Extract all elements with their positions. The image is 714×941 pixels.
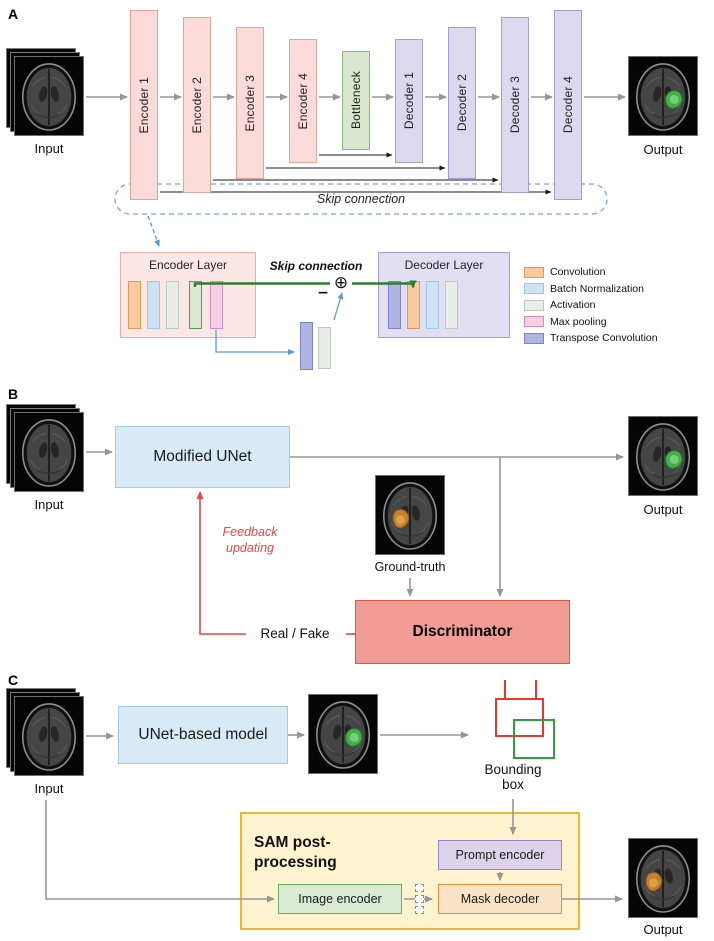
- embedding-token: [415, 906, 424, 914]
- decoder-layer-title: Decoder Layer: [404, 258, 484, 272]
- embedding-token: [415, 895, 424, 903]
- encoder-layer-box: Encoder Layer: [120, 252, 256, 338]
- activation-mini-bar: [318, 327, 331, 369]
- maxpool-mini-bar: [210, 281, 223, 329]
- mask-decoder-box: Mask decoder: [438, 884, 562, 914]
- encoder-2-label: Encoder 2: [190, 76, 204, 134]
- conv-mini-bar: [407, 281, 420, 329]
- bounding-box-label: Bounding box: [484, 762, 542, 792]
- sam-post-processing-label: SAM post-processing: [254, 834, 337, 872]
- legend-label: Convolution: [550, 266, 606, 278]
- legend-swatch-max-pooling: [524, 316, 544, 327]
- input-label-b: Input: [34, 497, 64, 512]
- skip-connection-caption: Skip connection: [316, 192, 406, 206]
- ground-truth-label: Ground-truth: [374, 560, 446, 574]
- encoder-1-label: Encoder 1: [137, 76, 151, 134]
- activation-mini-bar: [445, 281, 458, 329]
- decoder-4-label: Decoder 4: [561, 76, 575, 134]
- prompt-encoder-box: Prompt encoder: [438, 840, 562, 870]
- decoder-2-bar: Decoder 2: [448, 27, 476, 179]
- panel-b-letter: B: [8, 386, 19, 402]
- decoder-1-label: Decoder 1: [402, 72, 416, 130]
- legend-swatch-batch-normalization: [524, 283, 544, 294]
- legend-label: Batch Normalization: [550, 282, 644, 295]
- output-label-b: Output: [643, 502, 683, 517]
- bottleneck-label: Bottleneck: [349, 71, 363, 130]
- legend-item: Convolution: [524, 266, 658, 278]
- input-image-a: [6, 48, 86, 138]
- legend-swatch-activation: [524, 299, 544, 311]
- modified-unet-box: Modified UNet: [115, 426, 290, 488]
- minus-icon: −: [317, 285, 329, 301]
- discriminator-box: Discriminator: [355, 600, 570, 664]
- output-image-a: [628, 56, 698, 136]
- input-image-c: [6, 688, 86, 778]
- panel-a-letter: A: [8, 6, 19, 22]
- legend-item: Activation: [524, 299, 658, 311]
- batchnorm-mini-bar: [426, 281, 439, 329]
- bounding-box-icon: [495, 680, 555, 759]
- transpose-conv-mini-bar: [300, 322, 313, 370]
- encoder-layer-title: Encoder Layer: [148, 258, 228, 272]
- segmented-image-c: [308, 694, 378, 774]
- decoder-2-label: Decoder 2: [455, 74, 469, 132]
- bottleneck-bar: Bottleneck: [342, 51, 370, 150]
- batchnorm-mini-bar: [147, 281, 160, 329]
- encoder-2-bar: Encoder 2: [183, 17, 211, 193]
- output-label-a: Output: [643, 142, 683, 157]
- transpose-conv-mini-bar: [388, 281, 401, 329]
- decoder-1-bar: Decoder 1: [395, 39, 423, 163]
- brain-mri-thumbnail: [14, 696, 84, 776]
- legend-label: Transpose Convolution: [550, 332, 658, 344]
- legend-label: Activation: [550, 299, 596, 311]
- unet-based-model-box: UNet-based model: [118, 706, 288, 764]
- real-fake-label: Real / Fake: [260, 626, 330, 641]
- decoder-3-bar: Decoder 3: [501, 17, 529, 193]
- legend-item: Max pooling: [524, 316, 658, 328]
- encoder-3-label: Encoder 3: [243, 74, 257, 132]
- detail-callout-arrow: [147, 215, 160, 247]
- detail-skip-connection-label: Skip connection: [269, 259, 363, 273]
- legend-label: Max pooling: [550, 315, 607, 328]
- decoder-3-label: Decoder 3: [508, 76, 522, 134]
- input-image-b: [6, 404, 86, 494]
- output-image-c: [628, 838, 698, 918]
- output-label-c: Output: [643, 922, 683, 937]
- legend-item: Batch Normalization: [524, 283, 658, 295]
- output-image-b: [628, 416, 698, 496]
- ground-truth-image: [375, 475, 445, 555]
- panel-c-letter: C: [8, 672, 19, 688]
- feedback-updating-label: Feedback updating: [222, 525, 278, 556]
- input-label-a: Input: [34, 141, 64, 156]
- encoder-1-bar: Encoder 1: [130, 10, 158, 200]
- encoder-4-label: Encoder 4: [296, 72, 310, 130]
- brain-mri-thumbnail: [14, 412, 84, 492]
- skip-source-mini-bar: [189, 281, 202, 329]
- legend-item: Transpose Convolution: [524, 332, 658, 344]
- panel-b-feedback-path: [196, 491, 355, 635]
- encoder-3-bar: Encoder 3: [236, 27, 264, 179]
- brain-mri-thumbnail: [14, 56, 84, 136]
- encoder-4-bar: Encoder 4: [289, 39, 317, 163]
- image-encoder-box: Image encoder: [278, 884, 402, 914]
- conv-mini-bar: [128, 281, 141, 329]
- sum-icon: ⊕: [333, 273, 349, 293]
- layer-legend: Convolution Batch Normalization Activati…: [524, 266, 658, 344]
- legend-swatch-convolution: [524, 266, 544, 278]
- input-label-c: Input: [34, 781, 64, 796]
- activation-mini-bar: [166, 281, 179, 329]
- embedding-token: [415, 884, 424, 892]
- decoder-4-bar: Decoder 4: [554, 10, 582, 200]
- legend-swatch-transpose-convolution: [524, 332, 544, 344]
